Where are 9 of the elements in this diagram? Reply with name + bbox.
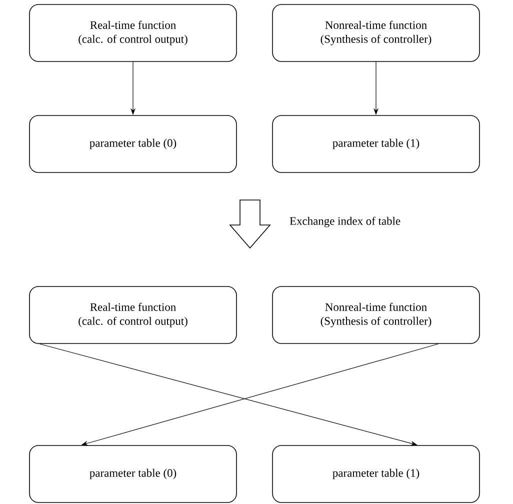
function-box: Real-time function (calc. of control output) xyxy=(29,286,237,344)
table-box: parameter table (0) xyxy=(29,115,237,173)
table-box: parameter table (0) xyxy=(29,445,237,503)
function-box: Real-time function (calc. of control output) xyxy=(29,4,237,62)
note-text: Exchange index of table xyxy=(290,216,400,228)
table-box: parameter table (1) xyxy=(272,115,480,173)
table-box: parameter table (1) xyxy=(272,445,480,503)
function-box: Nonreal-time function (Synthesis of controller) xyxy=(272,286,480,344)
function-box: Nonreal-time function (Synthesis of controller) xyxy=(272,4,480,62)
